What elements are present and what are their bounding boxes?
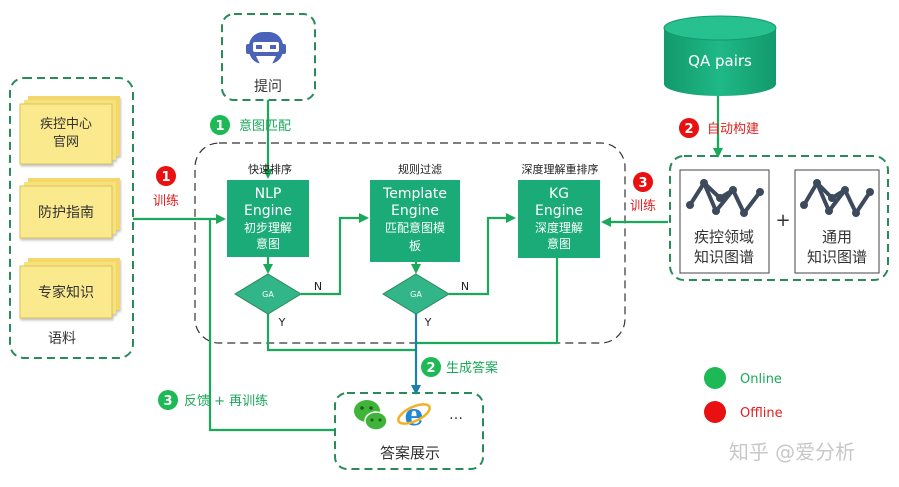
kg-general-line1: 通用: [822, 228, 852, 246]
step-generate-answer: 2 生成答案: [421, 357, 498, 377]
engine-template-header: 规则过滤: [398, 162, 442, 176]
step-generate-answer-number: 2: [426, 361, 435, 376]
step-train-right-number: 3: [638, 176, 647, 191]
corpus-note-cdc: [19, 96, 120, 165]
kg-general-line2: 知识图谱: [807, 248, 867, 266]
engine-kg-desc2: 意图: [547, 236, 571, 251]
decision-ga-1: GA N Y: [234, 273, 322, 329]
step-auto-build-label: 自动构建: [707, 122, 759, 137]
engine-nlp-desc1: 初步理解: [244, 221, 292, 235]
legend: Online Offline: [704, 367, 783, 423]
kg-domain-line2: 知识图谱: [694, 248, 754, 266]
corpus-note-expert: [19, 258, 120, 319]
corpus-note-guide: [19, 178, 120, 239]
corpus-item-cdc-line2: 官网: [53, 134, 79, 150]
corpus-item-expert: 专家知识: [38, 284, 94, 301]
decision-ga-1-label: GA: [262, 290, 274, 299]
qa-database-label: QA pairs: [688, 52, 752, 70]
corpus-item-guide: 防护指南: [38, 205, 94, 221]
step-intent-match-label: 意图匹配: [239, 118, 291, 134]
step-auto-build: 2 自动构建: [679, 118, 759, 138]
engine-nlp-desc2: 意图: [256, 236, 280, 251]
wechat-icon: [354, 400, 388, 431]
decision-ga-1-yes: Y: [278, 316, 286, 329]
legend-online-label: Online: [740, 372, 782, 387]
corpus-label: 语料: [48, 331, 76, 347]
ie-browser-icon: e: [397, 398, 431, 433]
kg-plus: +: [775, 210, 790, 231]
decision-ga-2-yes: Y: [424, 316, 432, 329]
decision-ga-2-label: GA: [410, 290, 422, 299]
user-icon: [246, 32, 286, 64]
step-train-left-number: 1: [161, 170, 170, 185]
engine-template: 规则过滤 Template Engine 匹配意图模 板: [370, 162, 460, 262]
answer-display-more: …: [449, 407, 463, 423]
connectors: [133, 96, 723, 432]
step-intent-match: 1 意图匹配: [210, 115, 291, 135]
engine-template-title2: Engine: [391, 203, 439, 219]
step-train-right: 3 训练: [630, 172, 656, 214]
step-train-right-label: 训练: [630, 199, 656, 214]
question-label: 提问: [254, 79, 282, 95]
corpus-group: 疾控中心 官网 防护指南 专家知识 语料: [9, 77, 134, 359]
engine-template-title1: Template: [382, 186, 447, 202]
engine-kg-desc1: 深度理解: [535, 220, 583, 235]
kg-frame: [669, 155, 889, 281]
decision-ga-2: GA N Y: [382, 273, 469, 329]
corpus-item-cdc-line1: 疾控中心: [40, 117, 92, 132]
step-feedback-number: 3: [163, 394, 172, 409]
engine-nlp: 快速排序 NLP Engine 初步理解 意图: [227, 162, 309, 257]
step-feedback-label: 反馈 + 再训练: [184, 394, 268, 409]
watermark: 知乎 @爱分析: [729, 440, 855, 464]
step-feedback: 3 反馈 + 再训练: [158, 390, 268, 410]
engine-nlp-header: 快速排序: [248, 162, 292, 176]
decision-ga-2-no: N: [461, 280, 469, 293]
step-train-left: 1 训练: [153, 166, 179, 209]
engine-group-frame: [194, 142, 626, 344]
engine-template-desc1: 匹配意图模: [385, 220, 445, 235]
step-intent-match-number: 1: [215, 119, 224, 134]
engine-kg-header: 深度理解重排序: [522, 162, 599, 176]
legend-offline-label: Offline: [740, 406, 783, 421]
svg-text:e: e: [404, 398, 423, 433]
kg-group: 疾控领域 知识图谱 + 通用 知识图谱: [669, 155, 889, 281]
decision-ga-1-no: N: [314, 280, 322, 293]
question-group: 提问: [221, 13, 316, 101]
answer-display-group: e … 答案展示: [334, 392, 484, 470]
step-auto-build-number: 2: [684, 122, 693, 137]
qa-database: QA pairs: [663, 15, 777, 96]
answer-display-label: 答案展示: [380, 444, 440, 462]
engine-nlp-title1: NLP: [255, 186, 282, 202]
kg-domain-line1: 疾控领域: [694, 228, 754, 246]
engine-kg-title1: KG: [549, 186, 569, 202]
answer-display-frame: [334, 392, 484, 470]
step-train-left-label: 训练: [153, 194, 179, 209]
engine-kg: 深度理解重排序 KG Engine 深度理解 意图: [518, 162, 600, 258]
step-generate-answer-label: 生成答案: [446, 360, 498, 376]
engine-template-desc2: 板: [409, 239, 421, 253]
engine-nlp-title2: Engine: [244, 203, 292, 219]
engine-kg-title2: Engine: [535, 203, 583, 219]
